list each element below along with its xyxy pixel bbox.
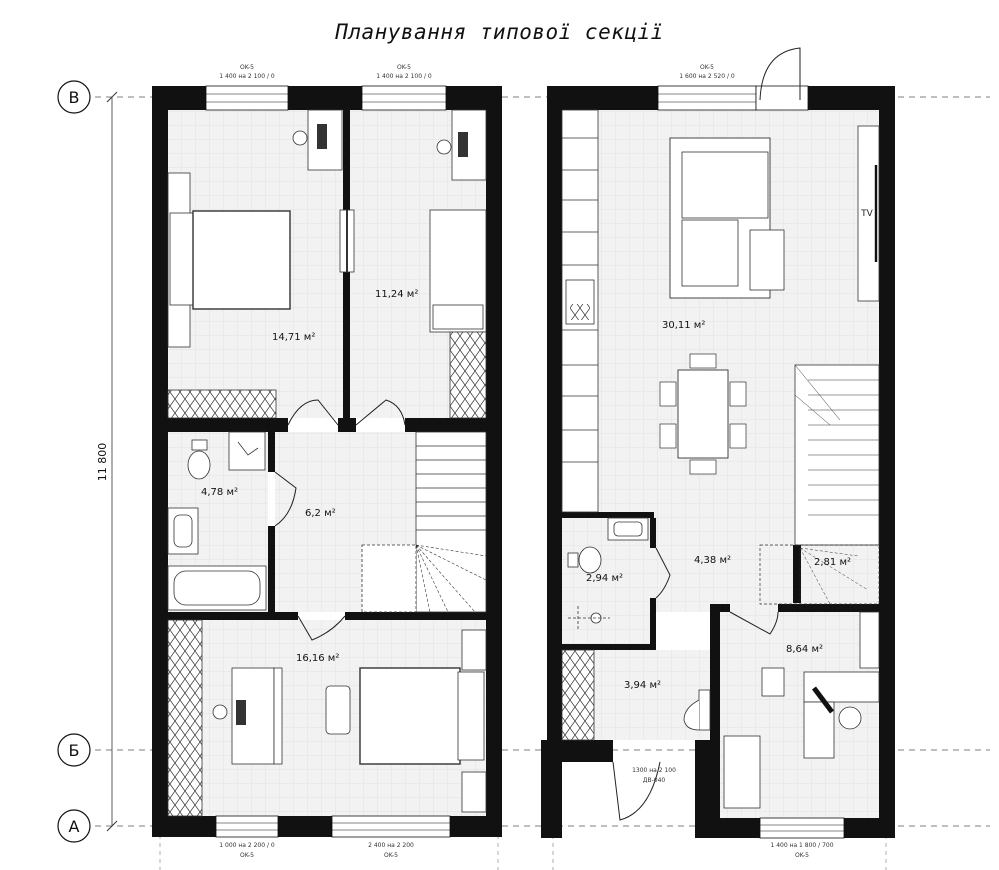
svg-text:В: В — [69, 88, 80, 107]
room-area-hall-lower: 4,38 м² — [694, 555, 731, 566]
room-area-office: 8,64 м² — [786, 644, 823, 655]
overall-dimension: 11 800 — [96, 443, 109, 482]
window-label-size: 1 400 на 2 100 / 0 — [376, 73, 432, 80]
window-label-code: OK-5 — [240, 64, 254, 71]
window-label-code: OK-5 — [240, 852, 254, 859]
window-label-size: 1 600 на 2 520 / 0 — [679, 73, 735, 80]
window-label-size: 1 400 на 1 800 / 700 — [770, 842, 833, 849]
room-area-wc: 2,94 м² — [586, 573, 623, 584]
room-area-bedroom-right: 11,24 м² — [375, 289, 418, 300]
tv-label: TV — [860, 209, 873, 219]
room-area-entrance: 3,94 м² — [624, 680, 661, 691]
window-label-size: 1 400 на 2 100 / 0 — [219, 73, 275, 80]
window-label-code: OK-5 — [384, 852, 398, 859]
room-area-hall-upper: 6,2 м² — [305, 508, 336, 519]
window-label-size: 2 400 на 2 200 — [368, 842, 414, 849]
room-area-bedroom-left: 14,71 м² — [272, 332, 315, 343]
room-area-stair-lower: 2,81 м² — [814, 557, 851, 568]
door-label-code: ДВ-040 — [643, 777, 666, 784]
room-area-bathroom: 4,78 м² — [201, 487, 238, 498]
svg-text:Б: Б — [69, 741, 80, 760]
window-label-code: OK-5 — [795, 852, 809, 859]
axis-marker-b: Б — [57, 733, 91, 767]
axis-marker-a: А — [57, 809, 91, 843]
window-label-code: OK-5 — [397, 64, 411, 71]
left-unit — [152, 85, 502, 838]
plan-title: Планування типової секції — [335, 20, 664, 44]
window-label-code: OK-5 — [700, 64, 714, 71]
axis-marker-v: В — [57, 80, 91, 114]
axis-lines — [95, 91, 990, 870]
right-unit: TV — [541, 47, 895, 839]
room-area-living-kitchen: 30,11 м² — [662, 320, 705, 331]
room-area-bedroom-bottom: 16,16 м² — [296, 653, 339, 664]
window-label-size: 1 000 на 2 200 / 0 — [219, 842, 275, 849]
door-label-size: 1300 на 2 100 — [632, 767, 676, 774]
svg-text:А: А — [69, 817, 80, 836]
